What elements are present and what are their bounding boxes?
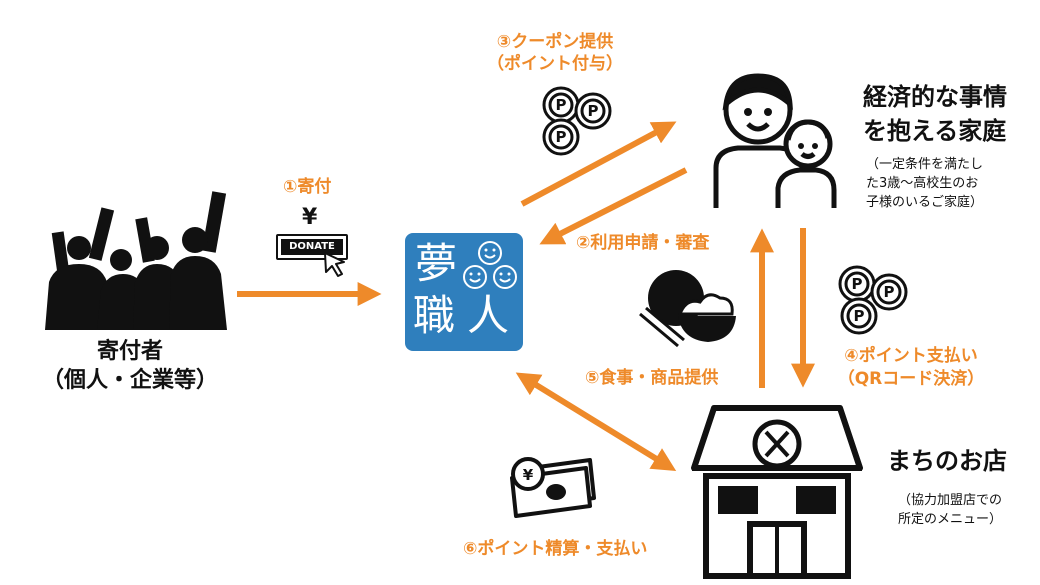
- svg-text:P: P: [556, 96, 567, 114]
- coupon-label-line2: （ポイント付与）: [487, 54, 623, 74]
- logo-char-3: 人: [467, 291, 510, 340]
- coupon-arrow: [520, 121, 677, 207]
- donors-subtitle: （個人・企業等）: [41, 368, 218, 393]
- shop-note-line1: （協力加盟店での: [897, 493, 1002, 508]
- rice-bowl-icon: [639, 270, 736, 348]
- donate-button-icon: ¥ DONATE: [276, 206, 356, 278]
- yen-symbol: ¥: [302, 205, 318, 230]
- svg-text:P: P: [884, 283, 895, 301]
- svg-text:P: P: [854, 307, 865, 325]
- donate-button-label: DONATE: [281, 239, 343, 255]
- logo-char-1: 夢: [415, 239, 458, 288]
- yumeshokunin-logo: 夢 職 人: [405, 233, 523, 351]
- svg-text:P: P: [588, 102, 599, 120]
- cursor-icon: [324, 252, 345, 277]
- donors-title: 寄付者: [96, 339, 163, 364]
- family-note-line2: た3歳～高校生のお: [866, 176, 979, 191]
- apply-arrow: [539, 167, 688, 245]
- logo-char-2: 職: [413, 291, 456, 340]
- coins-icon: P P P: [542, 86, 612, 156]
- payment-label-line1: ④ポイント支払い: [844, 346, 978, 366]
- svg-text:¥: ¥: [523, 466, 534, 484]
- settlement-arrow: [515, 372, 677, 472]
- family-title-line1: 経済的な事情: [863, 83, 1007, 111]
- donor-crowd-icon: [45, 191, 227, 330]
- settlement-label: ⑥ポイント精算・支払い: [463, 539, 648, 559]
- apply-label: ②利用申請・審査: [576, 233, 710, 253]
- shop-note-line2: 所定のメニュー）: [897, 512, 1002, 527]
- svg-text:P: P: [852, 275, 863, 293]
- family-note-line1: （一定条件を満たし: [866, 157, 984, 172]
- smiley-faces-icon: [463, 241, 517, 289]
- svg-text:P: P: [556, 128, 567, 146]
- donation-label: ①寄付: [283, 177, 332, 197]
- shop-title: まちのお店: [887, 447, 1007, 475]
- money-icon: ¥: [510, 457, 596, 518]
- coupon-label-line1: ③クーポン提供: [496, 32, 614, 52]
- family-icon: [713, 73, 837, 208]
- payment-label-line2: （QRコード決済）: [837, 369, 985, 389]
- meal-label: ⑤食事・商品提供: [585, 368, 719, 388]
- coins-icon-payment: P P P: [838, 265, 908, 335]
- family-title-line2: を抱える家庭: [863, 117, 1007, 145]
- shop-icon: [691, 405, 863, 579]
- family-note-line3: 子様のいるご家庭）: [866, 195, 984, 210]
